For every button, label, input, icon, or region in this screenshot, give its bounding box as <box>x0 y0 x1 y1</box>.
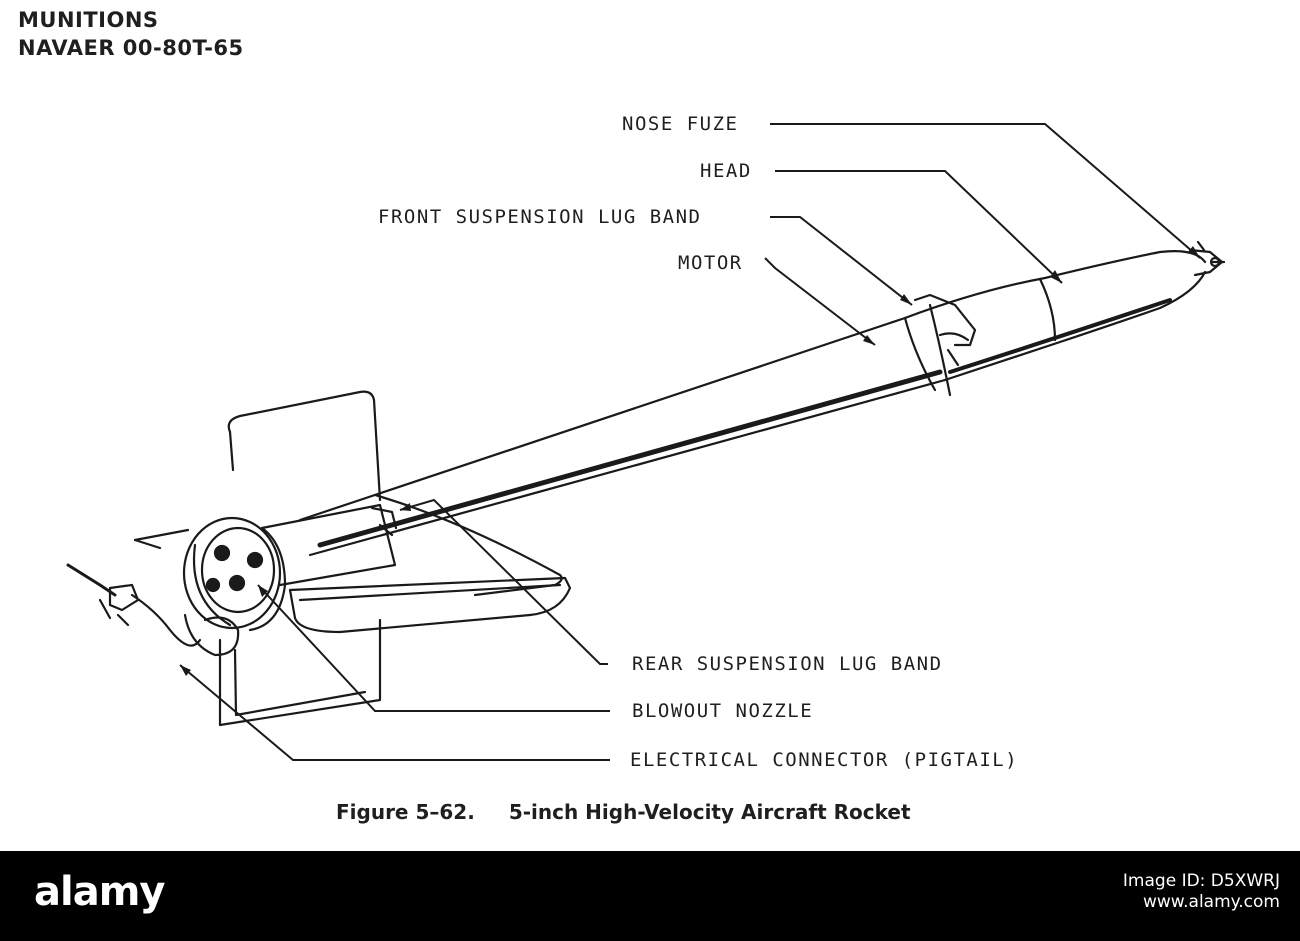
figure-number: Figure 5–62. <box>336 800 475 824</box>
arrow-blowout-nozzle <box>258 585 268 597</box>
pigtail-connector <box>66 563 240 657</box>
label-front-suspension-lug-band: FRONT SUSPENSION LUG BAND <box>378 206 702 228</box>
rear-lug-band-part <box>370 506 398 537</box>
alamy-logo: alamy <box>34 869 165 915</box>
right-fin <box>260 503 572 634</box>
motor-tube <box>298 316 947 557</box>
document-header: MUNITIONS NAVAER 00-80T-65 <box>18 6 244 62</box>
header-doc-number: NAVAER 00-80T-65 <box>18 36 244 60</box>
arrow-front-lug-band <box>900 294 912 305</box>
front-lug-band-part <box>903 293 977 397</box>
rocket-head <box>903 250 1207 382</box>
arrow-connector <box>180 665 191 676</box>
site-url: www.alamy.com <box>1142 892 1280 912</box>
label-electrical-connector: ELECTRICAL CONNECTOR (PIGTAIL) <box>630 749 1019 771</box>
arrow-rear-lug-band <box>400 503 411 511</box>
arrow-head <box>1050 270 1062 283</box>
image-id-block: Image ID: D5XWRJ www.alamy.com <box>1123 871 1280 913</box>
figure-title: 5-inch High-Velocity Aircraft Rocket <box>508 800 911 824</box>
horizontal-fin <box>133 493 563 597</box>
lower-fin <box>218 618 382 727</box>
label-head: HEAD <box>700 160 752 182</box>
leader-head <box>775 170 1063 284</box>
leader-motor <box>764 257 876 346</box>
label-rear-suspension-lug-band: REAR SUSPENSION LUG BAND <box>632 653 943 675</box>
leader-connector <box>179 664 610 761</box>
watermark-bar: alamy Image ID: D5XWRJ www.alamy.com <box>0 851 1300 941</box>
arrow-nose-fuze <box>1188 246 1200 258</box>
label-blowout-nozzle: BLOWOUT NOZZLE <box>632 700 814 722</box>
nozzle-end <box>182 516 287 632</box>
label-motor: MOTOR <box>678 252 743 274</box>
label-nose-fuze: NOSE FUZE <box>622 113 739 135</box>
leader-rear-lug-band <box>399 498 608 665</box>
upper-fin <box>227 390 382 502</box>
nose-fuze-part <box>1188 240 1226 277</box>
arrow-motor <box>863 335 875 345</box>
leader-nose-fuze <box>770 123 1201 259</box>
figure-caption: Figure 5–62. 5-inch High-Velocity Aircraf… <box>336 800 911 824</box>
leader-blowout-nozzle <box>257 584 610 712</box>
image-id: Image ID: D5XWRJ <box>1122 871 1280 891</box>
leader-front-lug-band <box>770 216 913 306</box>
rocket-diagram <box>66 123 1226 761</box>
header-section-title: MUNITIONS <box>18 8 159 32</box>
